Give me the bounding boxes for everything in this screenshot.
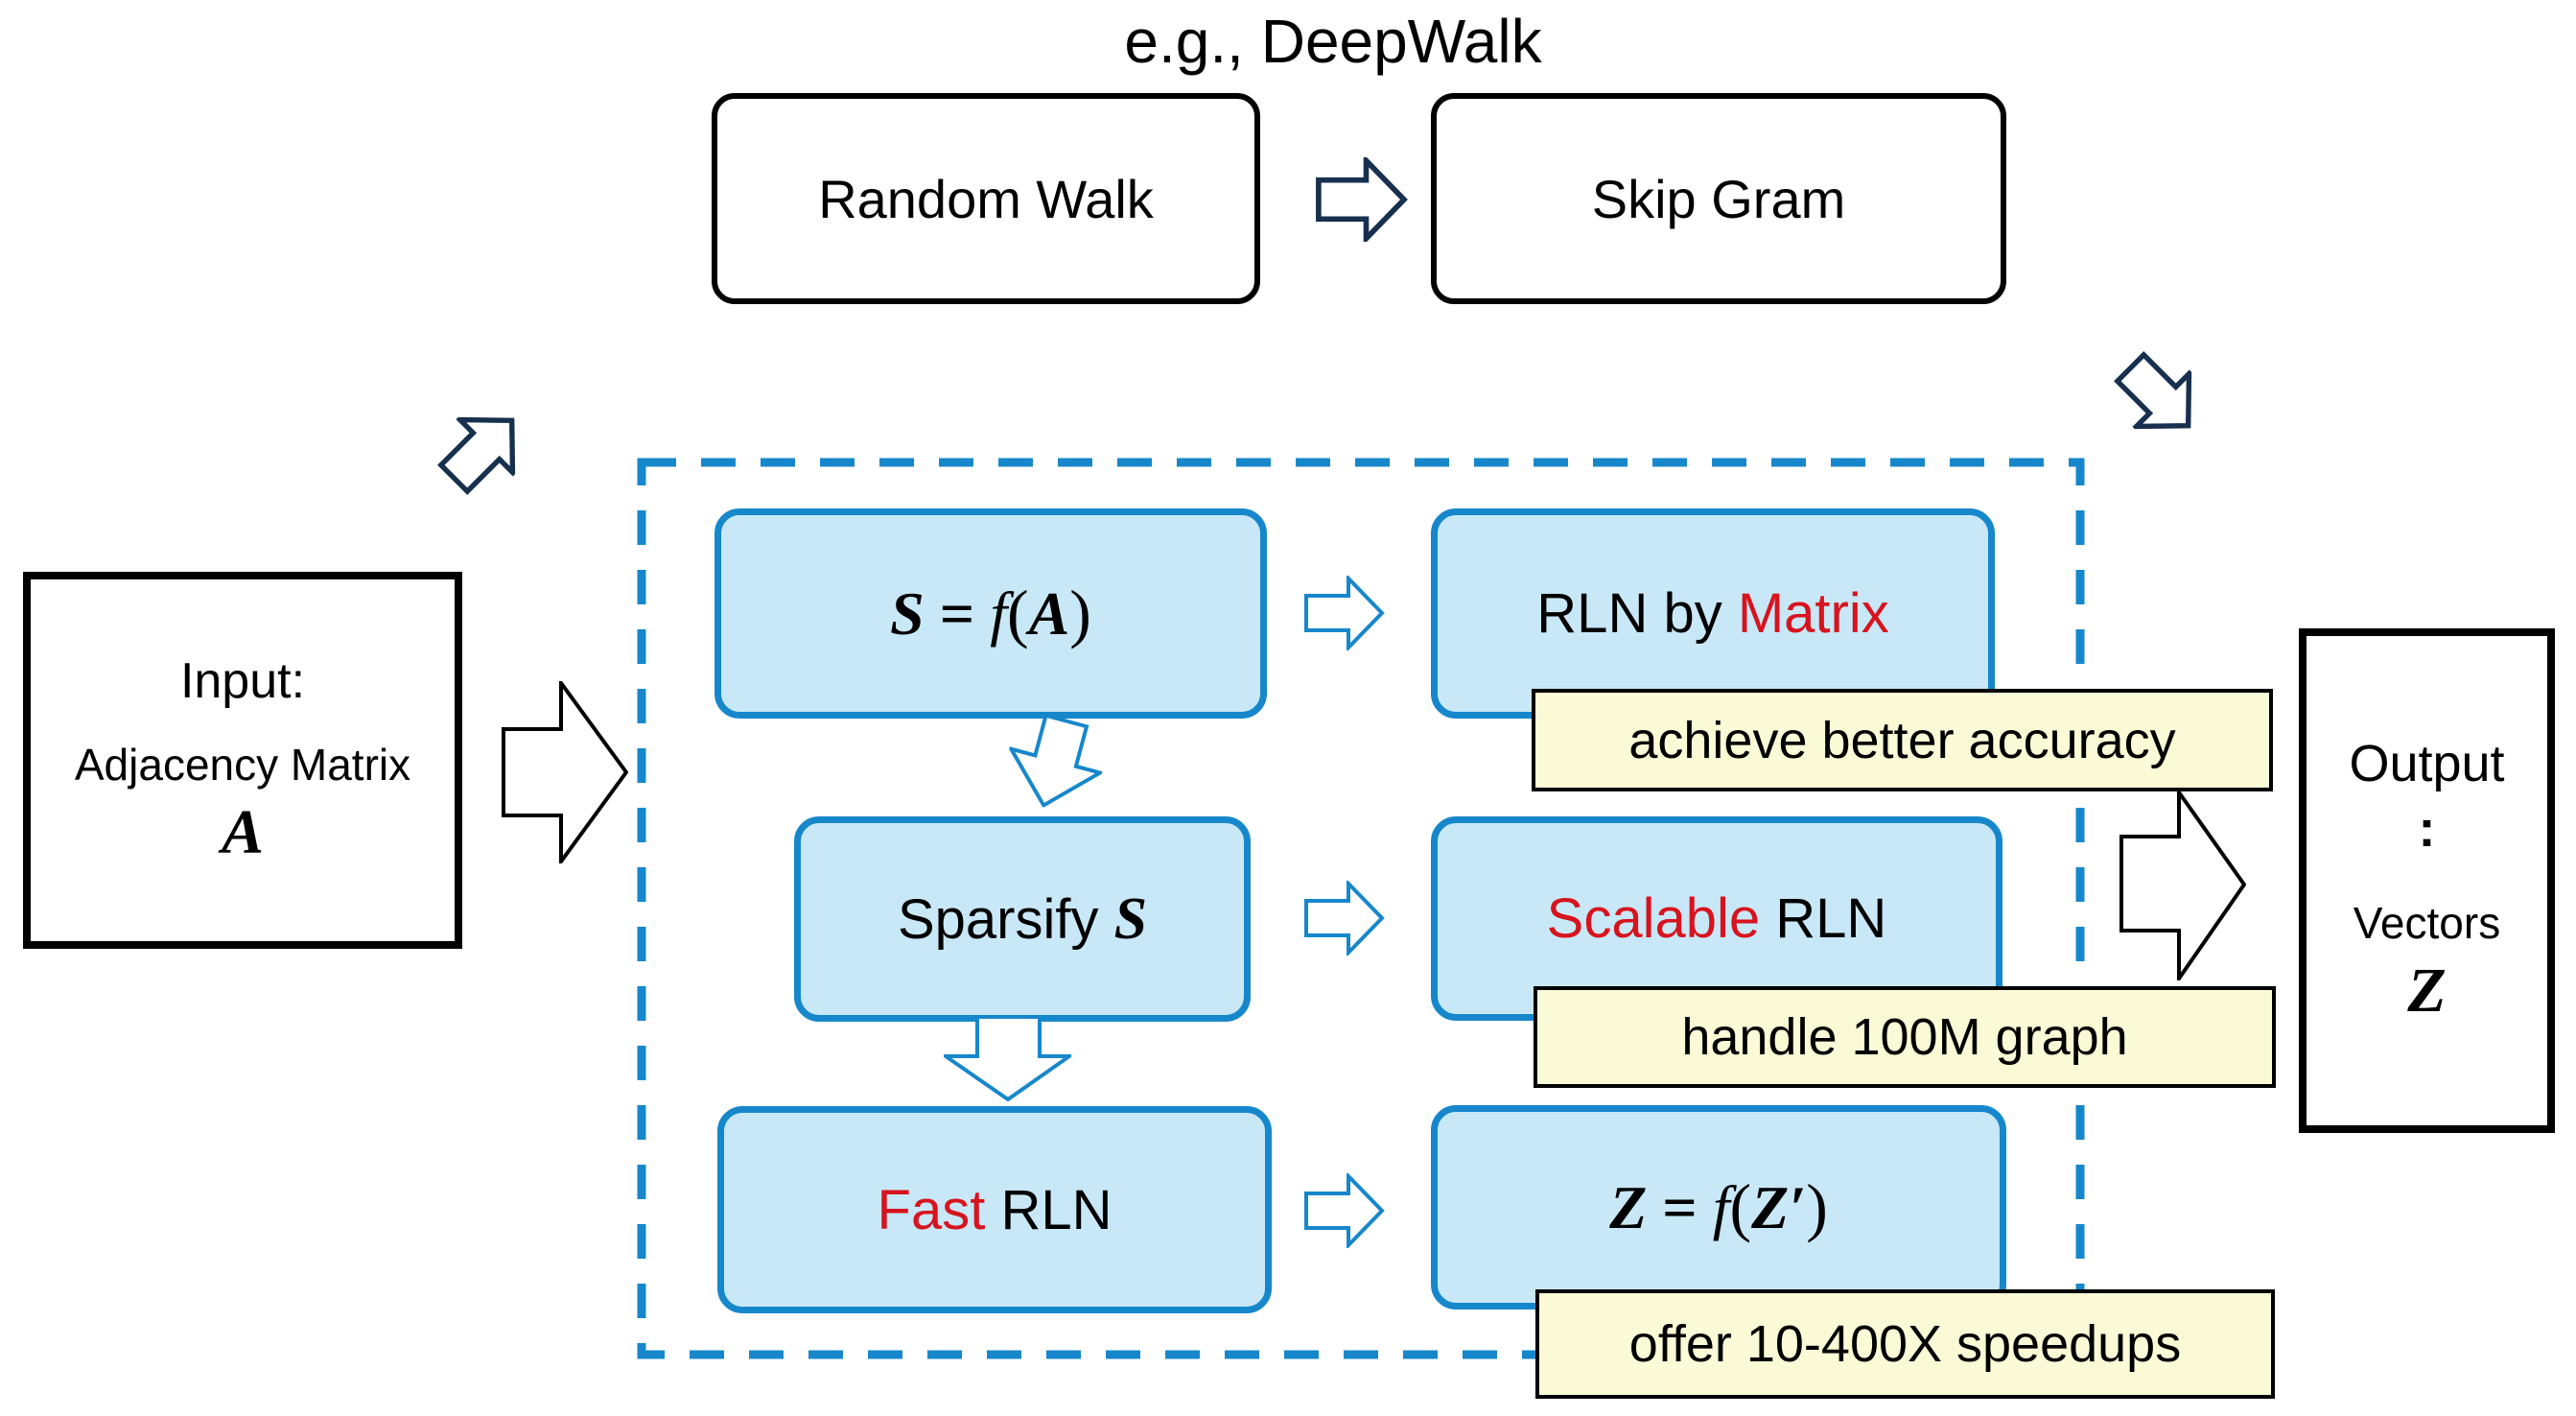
right-arrow-icon — [1304, 576, 1385, 650]
note-scale: handle 100M graph — [1534, 986, 2276, 1088]
formula-function: f — [1712, 1172, 1730, 1241]
skip-gram-box: Skip Gram — [1431, 93, 2006, 304]
box-label-highlight: Fast — [877, 1178, 986, 1241]
right-arrow-icon — [1304, 1173, 1385, 1248]
rln-by-matrix-box: RLN by Matrix — [1431, 508, 1995, 719]
output-box: Output : Vectors Z — [2299, 628, 2555, 1133]
input-sublabel: Adjacency Matrix — [74, 739, 411, 790]
box-label: RLN — [1760, 887, 1887, 950]
note-label: achieve better accuracy — [1628, 711, 2176, 769]
example-method-label: e.g., DeepWalk — [1124, 7, 1542, 76]
fast-rln-box: Fast RLN — [717, 1106, 1272, 1313]
down-arrow-icon — [1007, 713, 1106, 809]
input-symbol: A — [221, 796, 265, 867]
formula-paren: ) — [1069, 577, 1091, 649]
box-label-highlight: Scalable — [1546, 887, 1761, 950]
box-label: RLN — [985, 1178, 1112, 1241]
formula-symbol: S — [890, 578, 925, 648]
box-label: Sparsify — [897, 887, 1114, 951]
scalable-rln-box: Scalable RLN — [1431, 816, 2002, 1021]
dashed-region-border — [637, 458, 2085, 1359]
output-label: Output — [2349, 735, 2505, 792]
output-symbol: Z — [2407, 956, 2447, 1026]
formula-function: f — [990, 578, 1007, 648]
down-arrow-icon — [944, 1015, 1071, 1101]
input-flow-arrow-icon — [502, 681, 628, 863]
formula-symbol: A — [1028, 578, 1070, 648]
right-arrow-icon — [1316, 157, 1408, 242]
formula-paren: ) — [1806, 1170, 1828, 1243]
embedding-formula-box: Z = f(Z′) — [1431, 1105, 2006, 1310]
skip-gram-label: Skip Gram — [1591, 168, 1846, 229]
note-accuracy: achieve better accuracy — [1532, 689, 2273, 791]
output-sublabel: Vectors — [2353, 898, 2501, 948]
formula-equals: = — [924, 578, 991, 648]
random-walk-box: Random Walk — [712, 93, 1260, 304]
formula-paren: ( — [1729, 1170, 1752, 1243]
note-speedup: offer 10-400X speedups — [1535, 1289, 2275, 1399]
formula-symbol: Z — [1609, 1172, 1648, 1241]
random-walk-label: Random Walk — [818, 168, 1154, 229]
output-colon: : — [2418, 800, 2436, 858]
box-label: RLN by — [1536, 582, 1738, 645]
box-label-highlight: Matrix — [1737, 582, 1889, 645]
formula-equals: = — [1647, 1172, 1713, 1241]
right-arrow-icon — [1304, 881, 1385, 956]
output-flow-arrow-icon — [2119, 791, 2246, 980]
sparsify-box: Sparsify S — [794, 816, 1251, 1022]
step-similarity-box: S = f(A) — [714, 508, 1267, 719]
up-right-arrow-icon — [437, 416, 516, 495]
note-label: offer 10-400X speedups — [1628, 1315, 2182, 1373]
formula-symbol: S — [1113, 885, 1148, 952]
input-label: Input: — [179, 652, 306, 709]
formula-paren: ( — [1006, 577, 1029, 649]
formula-symbol: Z′ — [1751, 1172, 1807, 1241]
input-box: Input: Adjacency Matrix A — [23, 572, 462, 949]
note-label: handle 100M graph — [1681, 1008, 2128, 1066]
down-right-arrow-icon — [2114, 351, 2192, 430]
